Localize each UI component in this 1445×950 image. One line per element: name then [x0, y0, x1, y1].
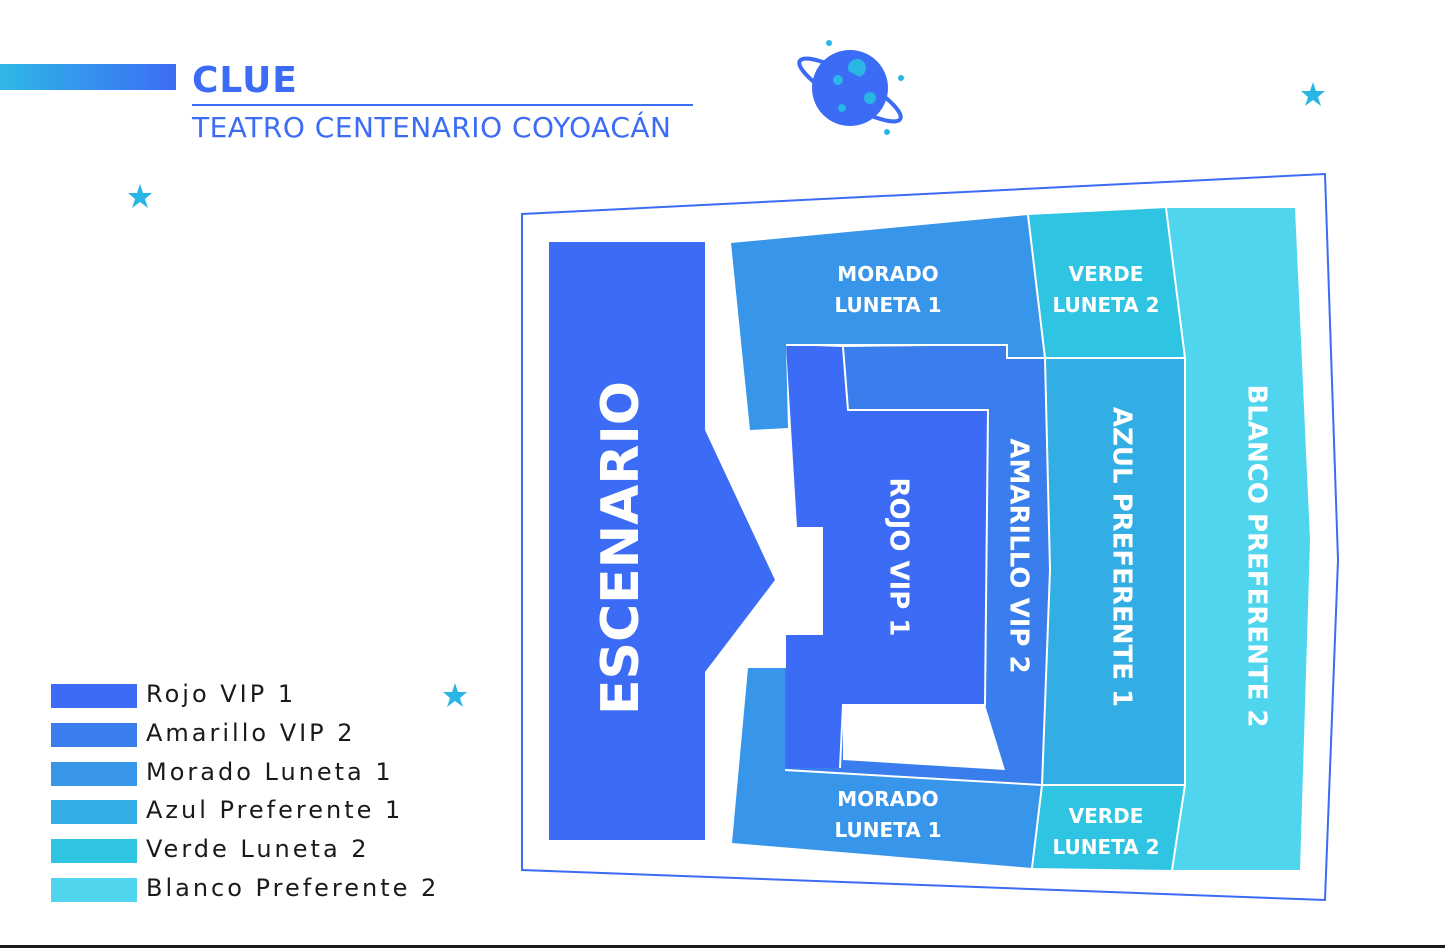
verde-luneta-2-top-line1: VERDE	[1069, 262, 1144, 286]
star-icon	[1301, 82, 1325, 106]
section-verde-luneta-2-top[interactable]	[1028, 208, 1185, 358]
page-title: CLUE	[192, 60, 298, 101]
section-morado-luneta-1-top[interactable]	[731, 215, 1045, 430]
legend-label: Verde Luneta 2	[146, 835, 370, 863]
planet-icon	[797, 40, 904, 135]
legend-swatch	[51, 723, 137, 747]
section-verde-luneta-2-bottom[interactable]	[1032, 785, 1185, 870]
verde-luneta-2-bottom-line1: VERDE	[1069, 804, 1144, 828]
star-icon	[128, 184, 152, 208]
verde-luneta-2-top-line2: LUNETA 2	[1052, 293, 1159, 317]
section-rojo-vip-1[interactable]	[786, 345, 988, 768]
stage[interactable]	[549, 242, 775, 840]
legend-label: Rojo VIP 1	[146, 680, 297, 708]
legend-label: Amarillo VIP 2	[146, 719, 356, 747]
morado-luneta-1-bottom-line1: MORADO	[837, 787, 938, 811]
morado-luneta-1-top-line2: LUNETA 1	[834, 293, 941, 317]
legend-swatch	[51, 800, 137, 824]
amarillo-vip-2-label: AMARILLO VIP 2	[1004, 438, 1034, 673]
morado-luneta-1-bottom-line2: LUNETA 1	[834, 818, 941, 842]
stage-label: ESCENARIO	[591, 381, 651, 715]
bottom-divider	[0, 945, 1445, 948]
section-blanco-preferente-2[interactable]	[1166, 208, 1310, 870]
venue-subtitle: TEATRO CENTENARIO COYOACÁN	[192, 111, 672, 144]
section-morado-luneta-1-bottom[interactable]	[732, 668, 1042, 868]
legend-swatch	[51, 878, 137, 902]
legend-label: Azul Preferente 1	[146, 796, 404, 824]
azul-preferente-1-label: AZUL PREFERENTE 1	[1107, 407, 1137, 707]
title-divider	[192, 104, 693, 106]
legend-label: Blanco Preferente 2	[146, 874, 440, 902]
section-dividers	[784, 207, 1186, 871]
legend-swatch	[51, 839, 137, 863]
section-azul-preferente-1[interactable]	[1042, 358, 1185, 785]
legend-label: Morado Luneta 1	[146, 758, 394, 786]
verde-luneta-2-bottom-line2: LUNETA 2	[1052, 835, 1159, 859]
star-icon	[443, 683, 467, 707]
blanco-preferente-2-label: BLANCO PREFERENTE 2	[1242, 384, 1272, 727]
legend-swatch	[51, 762, 137, 786]
rojo-vip-1-label: ROJO VIP 1	[884, 478, 914, 637]
legend-swatch	[51, 684, 137, 708]
venue-outline	[521, 172, 1340, 902]
morado-luneta-1-top-line1: MORADO	[837, 262, 938, 286]
header-accent-bar	[0, 64, 176, 90]
